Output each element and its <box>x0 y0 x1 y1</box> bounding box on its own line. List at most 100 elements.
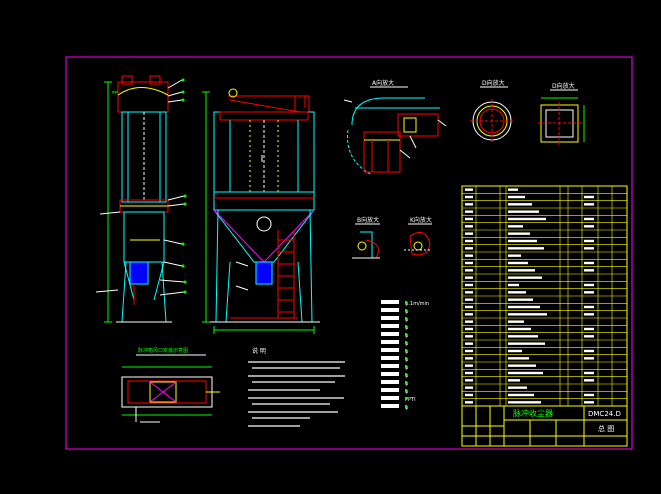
parts-desc-mark <box>508 225 523 228</box>
parts-item-mark <box>465 217 473 221</box>
parts-item-mark <box>465 364 473 367</box>
parts-item-mark <box>465 225 473 228</box>
parts-desc-mark <box>508 379 520 382</box>
side-elevation-view <box>202 88 320 334</box>
parts-qty-mark <box>584 327 594 331</box>
parts-item-mark <box>465 276 473 279</box>
parts-item-mark <box>465 320 473 323</box>
detail-b-view: B向放大 <box>352 216 380 259</box>
parts-desc-mark <box>508 305 540 309</box>
spec-label-bar <box>381 396 399 400</box>
spec-value: PPTI <box>405 397 416 403</box>
parts-item-mark <box>465 379 473 382</box>
parts-qty-mark <box>584 225 594 228</box>
parts-item-mark <box>465 393 473 397</box>
spec-label-bar <box>381 388 399 392</box>
parts-desc-mark <box>508 217 546 221</box>
parts-desc-mark <box>508 261 528 265</box>
parts-desc-mark <box>508 342 545 345</box>
parts-desc-mark <box>508 371 543 375</box>
plan-view: 脉冲箱风口安装示意图 <box>121 347 220 423</box>
parts-item-mark <box>465 232 473 235</box>
spec-marker <box>405 365 407 368</box>
spec-marker <box>405 397 407 400</box>
detail-k-title: K向放大 <box>410 216 432 224</box>
spec-label-bar <box>381 332 399 336</box>
parts-item-mark <box>465 349 473 353</box>
parts-qty-mark <box>584 305 594 309</box>
parts-desc-mark <box>508 401 541 404</box>
notes-block: 说 明 <box>248 347 345 427</box>
spec-marker <box>405 333 407 336</box>
parts-desc-mark <box>508 291 526 294</box>
spec-value: φ.1m/min <box>405 301 429 307</box>
spec-label-bar <box>381 340 399 344</box>
drawing-border <box>65 56 633 450</box>
front-elevation-view <box>95 75 187 323</box>
spec-marker <box>405 381 407 384</box>
parts-item-mark <box>465 261 473 265</box>
spec-label-bar <box>381 404 399 408</box>
spec-label-bar <box>381 324 399 328</box>
parts-qty-mark <box>584 401 594 404</box>
parts-item-mark <box>465 298 473 301</box>
parts-desc-mark <box>508 210 539 213</box>
parts-desc-mark <box>508 254 521 257</box>
detail-d1-title: D向放大 <box>482 79 505 87</box>
spec-label-bar <box>381 308 399 312</box>
parts-qty-mark <box>584 379 594 382</box>
title-block: 脉冲收尘器 DMC24.D 总 图 <box>461 405 628 447</box>
spec-label-bar <box>381 356 399 360</box>
parts-item-mark <box>465 254 473 257</box>
parts-qty-mark <box>584 203 594 206</box>
parts-desc-mark <box>508 327 531 331</box>
parts-item-mark <box>465 195 473 199</box>
parts-item-mark <box>465 342 473 345</box>
parts-list <box>461 185 628 407</box>
detail-a-title: A向放大 <box>372 79 394 87</box>
parts-item-mark <box>465 247 473 250</box>
spec-label-bar <box>381 348 399 352</box>
detail-b-title: B向放大 <box>357 216 379 224</box>
parts-desc-mark <box>508 269 535 272</box>
parts-qty-mark <box>584 349 594 353</box>
parts-desc-mark <box>508 283 519 287</box>
parts-item-mark <box>465 386 473 389</box>
spec-marker <box>405 341 407 344</box>
detail-d-square-view: D向放大 <box>538 82 585 145</box>
parts-desc-mark <box>508 298 533 301</box>
spec-label-bar <box>381 364 399 368</box>
spec-marker <box>405 405 407 408</box>
spec-label-bar <box>381 372 399 376</box>
parts-qty-mark <box>584 217 594 221</box>
spec-marker <box>405 389 407 392</box>
spec-label-bar <box>381 300 399 304</box>
parts-qty-mark <box>584 195 594 199</box>
parts-item-mark <box>465 313 473 316</box>
parts-qty-mark <box>584 239 594 243</box>
parts-item-mark <box>465 188 473 191</box>
spec-marker <box>405 357 407 360</box>
parts-desc-mark <box>508 276 542 279</box>
parts-desc-mark <box>508 247 544 250</box>
parts-qty-mark <box>584 283 594 287</box>
parts-item-mark <box>465 269 473 272</box>
product-name: 脉冲收尘器 <box>513 408 553 418</box>
sheet-label: 总 图 <box>598 424 614 433</box>
parts-item-mark <box>465 401 473 404</box>
detail-d2-title: D向放大 <box>552 82 575 90</box>
parts-qty-mark <box>584 357 594 360</box>
parts-desc-mark <box>508 393 534 397</box>
parts-item-mark <box>465 371 473 375</box>
spec-marker <box>405 373 407 376</box>
parts-desc-mark <box>508 357 529 360</box>
spec-marker <box>405 325 407 328</box>
parts-desc-mark <box>508 349 522 353</box>
parts-desc-mark <box>508 195 525 199</box>
parts-qty-mark <box>584 261 594 265</box>
parts-item-mark <box>465 203 473 206</box>
parts-qty-mark <box>584 335 594 338</box>
detail-a-view: A向放大 <box>343 79 447 176</box>
spec-label-bar <box>381 316 399 320</box>
